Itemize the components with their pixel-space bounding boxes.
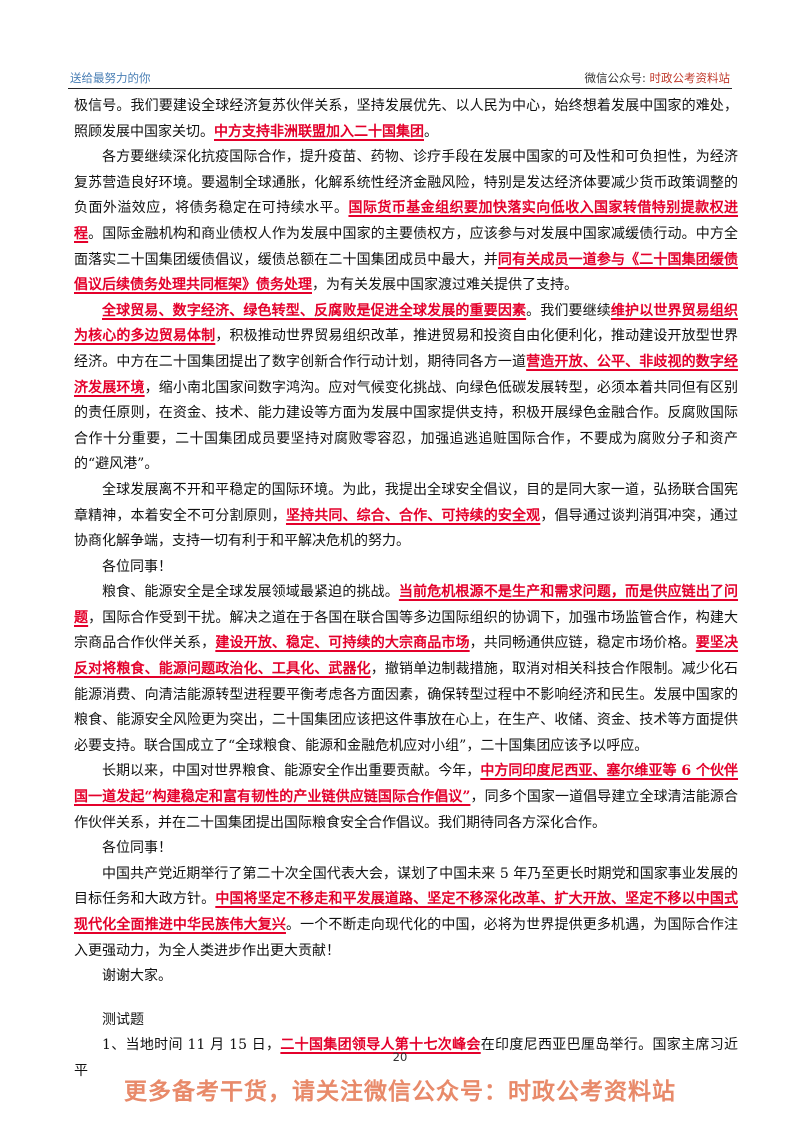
text-run: ，国际合作受到干扰。解决之道在于各国在联合国等多边国际组织的协调下，加强市场监管… <box>74 609 739 652</box>
text-run: ，共同畅通供应链，稳定市场价格。 <box>469 635 696 652</box>
paragraph: 测试题 <box>74 1008 738 1034</box>
text-run: 。 <box>424 123 438 140</box>
text-run: ，缩小南北国家间数字鸿沟。应对气候变化挑战、向绿色低碳发展转型，必须本着共同但有… <box>74 379 739 473</box>
text-run: 。国际金融机构和商业债权人作为发展中国家的主要债权方，应该参与对发展中国家减缓债… <box>74 225 739 268</box>
paragraph: 谢谢大家。 <box>74 964 738 990</box>
text-run: 在印度尼西亚巴厘岛举行。国家主席习近平 <box>74 1037 739 1079</box>
text-run: 测试题 <box>102 1011 144 1028</box>
text-run: ，积极推动世界贸易组织改革，推进贸易和投资自由化便利化，推动建设开放型世界经济。… <box>74 328 739 370</box>
header-wechat: 微信公众号: 时政公考资料站 <box>584 70 730 86</box>
text-run: 中国共产党近期举行了第二十次全国代表大会，谋划了中国未来 5 年乃至更长时期党和… <box>74 865 738 908</box>
page-number: 20 <box>392 1050 408 1064</box>
paragraph: 1、当地时间 11 月 15 日，二十国集团领导人第十七次峰会在印度尼西亚巴厘岛… <box>74 1033 738 1084</box>
text-run: 长期以来，中国对世界粮食、能源安全作出重要贡献。今年， <box>102 763 481 780</box>
paragraph: 粮食、能源安全是全球发展领域最紧迫的挑战。当前危机根源不是生产和需求问题，而是供… <box>74 580 738 759</box>
highlighted-phrase: 坚持共同、综合、合作、可持续的安全观 <box>285 507 541 524</box>
highlighted-phrase: 建设开放、稳定、可持续的大宗商品市场 <box>215 635 470 652</box>
paragraph: 各方要继续深化抗疫国际合作，提升疫苗、药物、诊疗手段在发展中国家的可及性和可负担… <box>74 145 738 299</box>
paragraph: 中国共产党近期举行了第二十次全国代表大会，谋划了中国未来 5 年乃至更长时期党和… <box>74 862 738 964</box>
footer-banner: 更多备考干货，请关注微信公众号：时政公考资料站 <box>124 1079 676 1105</box>
text-run: 各位同事！ <box>102 558 172 575</box>
text-run: 1、当地时间 11 月 15 日， <box>102 1037 281 1054</box>
text-run: 各方要继续深化抗疫国际合作，提升疫苗、药物、诊疗手段在发展中国家的可及性和可负担… <box>74 149 738 217</box>
paragraph: 长期以来，中国对世界粮食、能源安全作出重要贡献。今年，中方同印度尼西亚、塞尔维亚… <box>74 759 738 836</box>
header-slogan: 送给最努力的你 <box>70 71 151 85</box>
text-run: 全球发展离不开和平稳定的国际环境。为此，我提出全球安全倡议，目的是同大家一道，弘… <box>74 481 738 524</box>
text-run: 。一个不断走向现代化的中国，必将为世界提供更多机遇，为国际合作注入更强动力，为全… <box>74 917 739 959</box>
highlighted-phrase: 营造开放、公平、非歧视的数字经济发展环境 <box>74 353 738 396</box>
text-run: ，倡导通过谈判消弭冲突，通过协商化解争端，支持一切有利于和平解决危机的努力。 <box>74 507 739 550</box>
text-run: 。我们要继续 <box>526 302 611 319</box>
paragraph: 各位同事！ <box>74 555 738 581</box>
text-run: ，同多个国家一道倡导建立全球清洁能源合作伙伴关系，并在二十国集团提出国际粮食安全… <box>74 789 738 831</box>
text-run: ，撤销单边制裁措施，取消对相关科技合作限制。减少化石能源消费、向清洁能源转型进程… <box>74 661 739 754</box>
text-run: ，为有关发展中国家渡过难关提供了支持。 <box>312 277 578 294</box>
highlighted-phrase: 二十国集团领导人第十七次峰会 <box>280 1037 481 1054</box>
text-run: 极信号。我们要建设全球经济复苏伙伴关系，坚持发展优先、以人民为中心，始终想着发展… <box>74 98 738 140</box>
highlighted-phrase: 中国将坚定不移走和平发展道路、坚定不移深化改革、扩大开放、坚定不移以中国式现代化… <box>74 891 739 933</box>
page-header: 送给最努力的你 微信公众号: 时政公考资料站 <box>68 66 732 89</box>
paragraph: 极信号。我们要建设全球经济复苏伙伴关系，坚持发展优先、以人民为中心，始终想着发展… <box>74 94 738 145</box>
highlighted-phrase: 国际货币基金组织要加快落实向低收入国家转借特别提款权进程 <box>74 200 739 242</box>
highlighted-phrase: 全球贸易、数字经济、绿色转型、反腐败是促进全球发展的重要因素 <box>102 302 527 319</box>
highlighted-phrase: 维护以世界贸易组织为核心的多边贸易体制 <box>74 302 739 345</box>
highlighted-phrase: 当前危机根源不是生产和需求问题，而是供应链出了问题 <box>74 584 739 626</box>
highlighted-phrase: 中方支持非洲联盟加入二十国集团 <box>214 123 424 140</box>
header-wechat-account: 时政公考资料站 <box>649 71 731 85</box>
header-wechat-label: 微信公众号: <box>584 71 650 85</box>
document-body: 极信号。我们要建设全球经济复苏伙伴关系，坚持发展优先、以人民为中心，始终想着发展… <box>74 94 738 1085</box>
highlighted-phrase: 中方同印度尼西亚、塞尔维亚等 6 个伙伴国一道发起“构建稳定和富有韧性的产业链供… <box>74 763 739 806</box>
highlighted-phrase: 同有关成员一道参与《二十国集团缓债倡议后续债务处理共同框架》债务处理 <box>74 251 739 294</box>
text-run: 各位同事！ <box>102 840 172 857</box>
paragraph: 全球贸易、数字经济、绿色转型、反腐败是促进全球发展的重要因素。我们要继续维护以世… <box>74 299 738 478</box>
text-run: 谢谢大家。 <box>102 968 172 985</box>
highlighted-phrase: 要坚决反对将粮食、能源问题政治化、工具化、武器化 <box>74 635 739 678</box>
paragraph: 全球发展离不开和平稳定的国际环境。为此，我提出全球安全倡议，目的是同大家一道，弘… <box>74 478 738 555</box>
paragraph: 各位同事！ <box>74 836 738 862</box>
text-run: 粮食、能源安全是全球发展领域最紧迫的挑战。 <box>102 584 399 601</box>
